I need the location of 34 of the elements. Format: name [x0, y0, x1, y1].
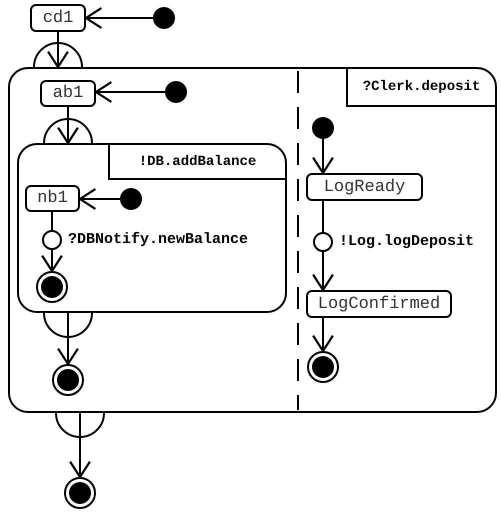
arrow: [57, 313, 79, 366]
final-state: [64, 477, 96, 509]
arrow: [84, 7, 153, 29]
final-state: [36, 271, 68, 303]
composite-state: [8, 67, 497, 413]
initial-dot: [165, 81, 187, 103]
junction-circle: [313, 232, 333, 252]
state-box: LogReady: [306, 173, 423, 201]
transition-label: ?DBNotify.newBalance: [68, 231, 248, 249]
state-box: ab1: [40, 80, 96, 107]
line: [51, 212, 53, 230]
state-box: LogConfirmed: [306, 290, 452, 318]
arrow: [312, 139, 334, 174]
arrow: [57, 107, 79, 144]
state-label: ?Clerk.deposit: [346, 69, 495, 107]
initial-dot: [120, 188, 142, 210]
state-box: cd1: [30, 4, 86, 32]
junction-circle: [42, 230, 62, 250]
arrow: [41, 250, 63, 272]
arrow: [78, 188, 120, 210]
arrow: [312, 252, 334, 292]
line: [322, 201, 324, 232]
arrow: [47, 32, 69, 68]
arrow: [69, 413, 91, 478]
arrow: [312, 318, 334, 352]
state-box: nb1: [25, 185, 80, 212]
state-label: !DB.addBalance: [108, 145, 285, 180]
transition-label: !Log.logDeposit: [339, 233, 474, 251]
composite-state: [17, 143, 287, 313]
initial-dot: [153, 7, 175, 29]
initial-dot: [312, 117, 334, 139]
arrow: [94, 81, 165, 103]
final-state: [52, 364, 84, 396]
final-state: [307, 351, 339, 383]
